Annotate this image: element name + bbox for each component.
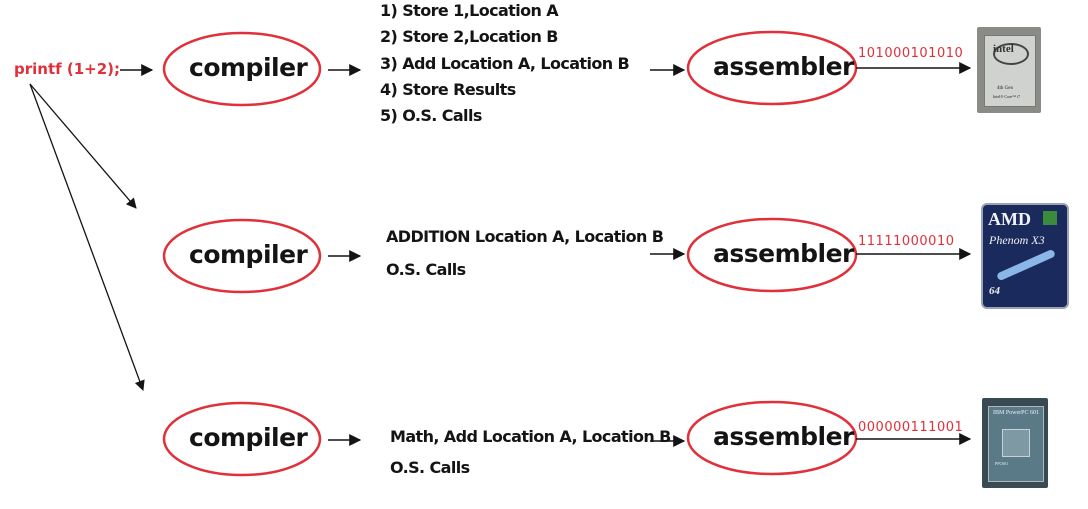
amd-chip-image: AMD Phenom X3 64 (981, 203, 1069, 309)
ibm-chip-image: IBM PowerPC 601 PPC601 (982, 398, 1048, 488)
assembler-label-3: assembler (713, 422, 854, 451)
ibm-chip-brand: IBM PowerPC 601 (993, 410, 1040, 416)
machine-code-1: 101000101010 (858, 46, 964, 61)
assembler-label-2: assembler (713, 239, 854, 268)
intel-chip-image: intel 4th Gen Intel® Core™ i7 (977, 27, 1041, 113)
compiler-oval-2 (162, 218, 322, 294)
assembler-label-1: assembler (713, 52, 854, 81)
compiler-label-1: compiler (189, 53, 308, 82)
instruction-2-2: O.S. Calls (386, 260, 466, 279)
arrow-source-to-row-3 (29, 83, 145, 391)
source-code: printf (1+2); (14, 60, 121, 78)
amd-logo-arrow-icon (1043, 211, 1057, 225)
ibm-chip-surface: IBM PowerPC 601 PPC601 (988, 406, 1044, 482)
machine-code-2: 11111000010 (858, 234, 955, 249)
machine-code-3: 000000111001 (858, 420, 964, 435)
instruction-1-1: 1) Store 1,Location A (380, 1, 559, 20)
intel-chip-caption-1: 4th Gen (997, 86, 1013, 91)
intel-logo-text: intel (993, 43, 1014, 55)
instruction-3-1: Math, Add Location A, Location B (390, 427, 671, 446)
instruction-1-5: 5) O.S. Calls (380, 106, 482, 125)
amd-logo-text: AMD (988, 209, 1031, 229)
instruction-1-3: 3) Add Location A, Location B (380, 54, 630, 73)
assembler-oval-2 (686, 217, 858, 293)
instruction-3-2: O.S. Calls (390, 458, 470, 477)
intel-chip-caption-2: Intel® Core™ i7 (993, 94, 1021, 99)
compiler-label-3: compiler (189, 423, 308, 452)
ibm-chip-die (1002, 429, 1030, 457)
amd-chip-bits: 64 (989, 285, 1000, 297)
compiler-oval-3 (162, 401, 322, 477)
amd-chip-streak (996, 248, 1056, 282)
instruction-2-1: ADDITION Location A, Location B (386, 227, 664, 246)
assembler-oval-3 (686, 400, 858, 476)
intel-chip-surface: intel 4th Gen Intel® Core™ i7 (984, 35, 1036, 107)
ibm-chip-caption: PPC601 (995, 461, 1009, 466)
intel-logo-ring (993, 43, 1029, 65)
instruction-1-4: 4) Store Results (380, 80, 516, 99)
arrow-source-to-row-2 (29, 83, 137, 209)
compiler-label-2: compiler (189, 240, 308, 269)
compiler-oval-1 (162, 31, 322, 107)
instruction-1-2: 2) Store 2,Location B (380, 27, 558, 46)
amd-chip-model: Phenom X3 (989, 233, 1045, 247)
